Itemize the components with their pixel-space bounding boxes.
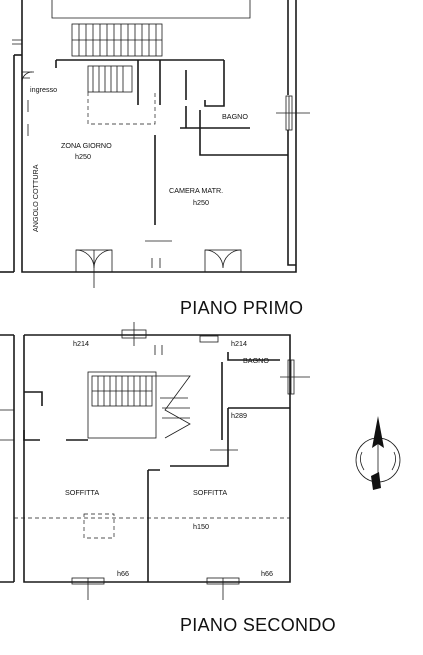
label-h214-right: h214 (231, 339, 247, 348)
label-h150: h150 (193, 522, 209, 531)
floor-1-outer-walls (0, 0, 297, 273)
floor-2-partitions (23, 345, 290, 582)
floor-1-plan: ingresso ZONA GIORNO h250 ANGOLO COTTURA… (0, 0, 310, 318)
label-h214-left: h214 (73, 339, 89, 348)
floor-1-balcony-door-right (204, 249, 242, 273)
label-soffitta-right: SOFFITTA (193, 488, 227, 497)
floor-1-balcony-door-left (75, 249, 113, 288)
label-soffitta-left: SOFFITTA (65, 488, 99, 497)
floor-2-outer-walls (0, 334, 291, 583)
floor-1-bathroom-window (276, 95, 310, 131)
floor-2-bottom-window-right (206, 577, 240, 600)
floor-1-entrance-door (21, 71, 34, 83)
floor-1-top-facade (12, 0, 251, 45)
floor-2-staircase (87, 371, 191, 439)
title-piano-primo: PIANO PRIMO (180, 298, 303, 318)
floor-2-top-window (121, 322, 219, 346)
floor-2-eave-line (14, 513, 290, 539)
floor-2-bottom-window-left (71, 577, 105, 600)
label-h66-right: h66 (261, 569, 273, 578)
label-ingresso: ingresso (30, 85, 57, 94)
label-bagno-1: BAGNO (222, 112, 248, 121)
label-h289: h289 (231, 411, 247, 420)
north-arrow-icon (355, 416, 401, 490)
title-piano-secondo: PIANO SECONDO (180, 615, 336, 635)
floor-1-staircase (71, 23, 163, 125)
label-camera-matr: CAMERA MATR. (169, 186, 223, 195)
floor-1-partitions (27, 59, 288, 268)
floor-2-bathroom-window (280, 359, 310, 395)
label-camera-height: h250 (193, 198, 209, 207)
label-bagno-2: BAGNO (243, 356, 269, 365)
label-angolo-cottura: ANGOLO COTTURA (31, 164, 40, 232)
label-zona-giorno-height: h250 (75, 152, 91, 161)
floor-2-plan: h214 h214 BAGNO h289 SOFFITTA SOFFITTA h… (0, 322, 336, 635)
label-h66-left: h66 (117, 569, 129, 578)
label-zona-giorno: ZONA GIORNO (61, 141, 112, 150)
